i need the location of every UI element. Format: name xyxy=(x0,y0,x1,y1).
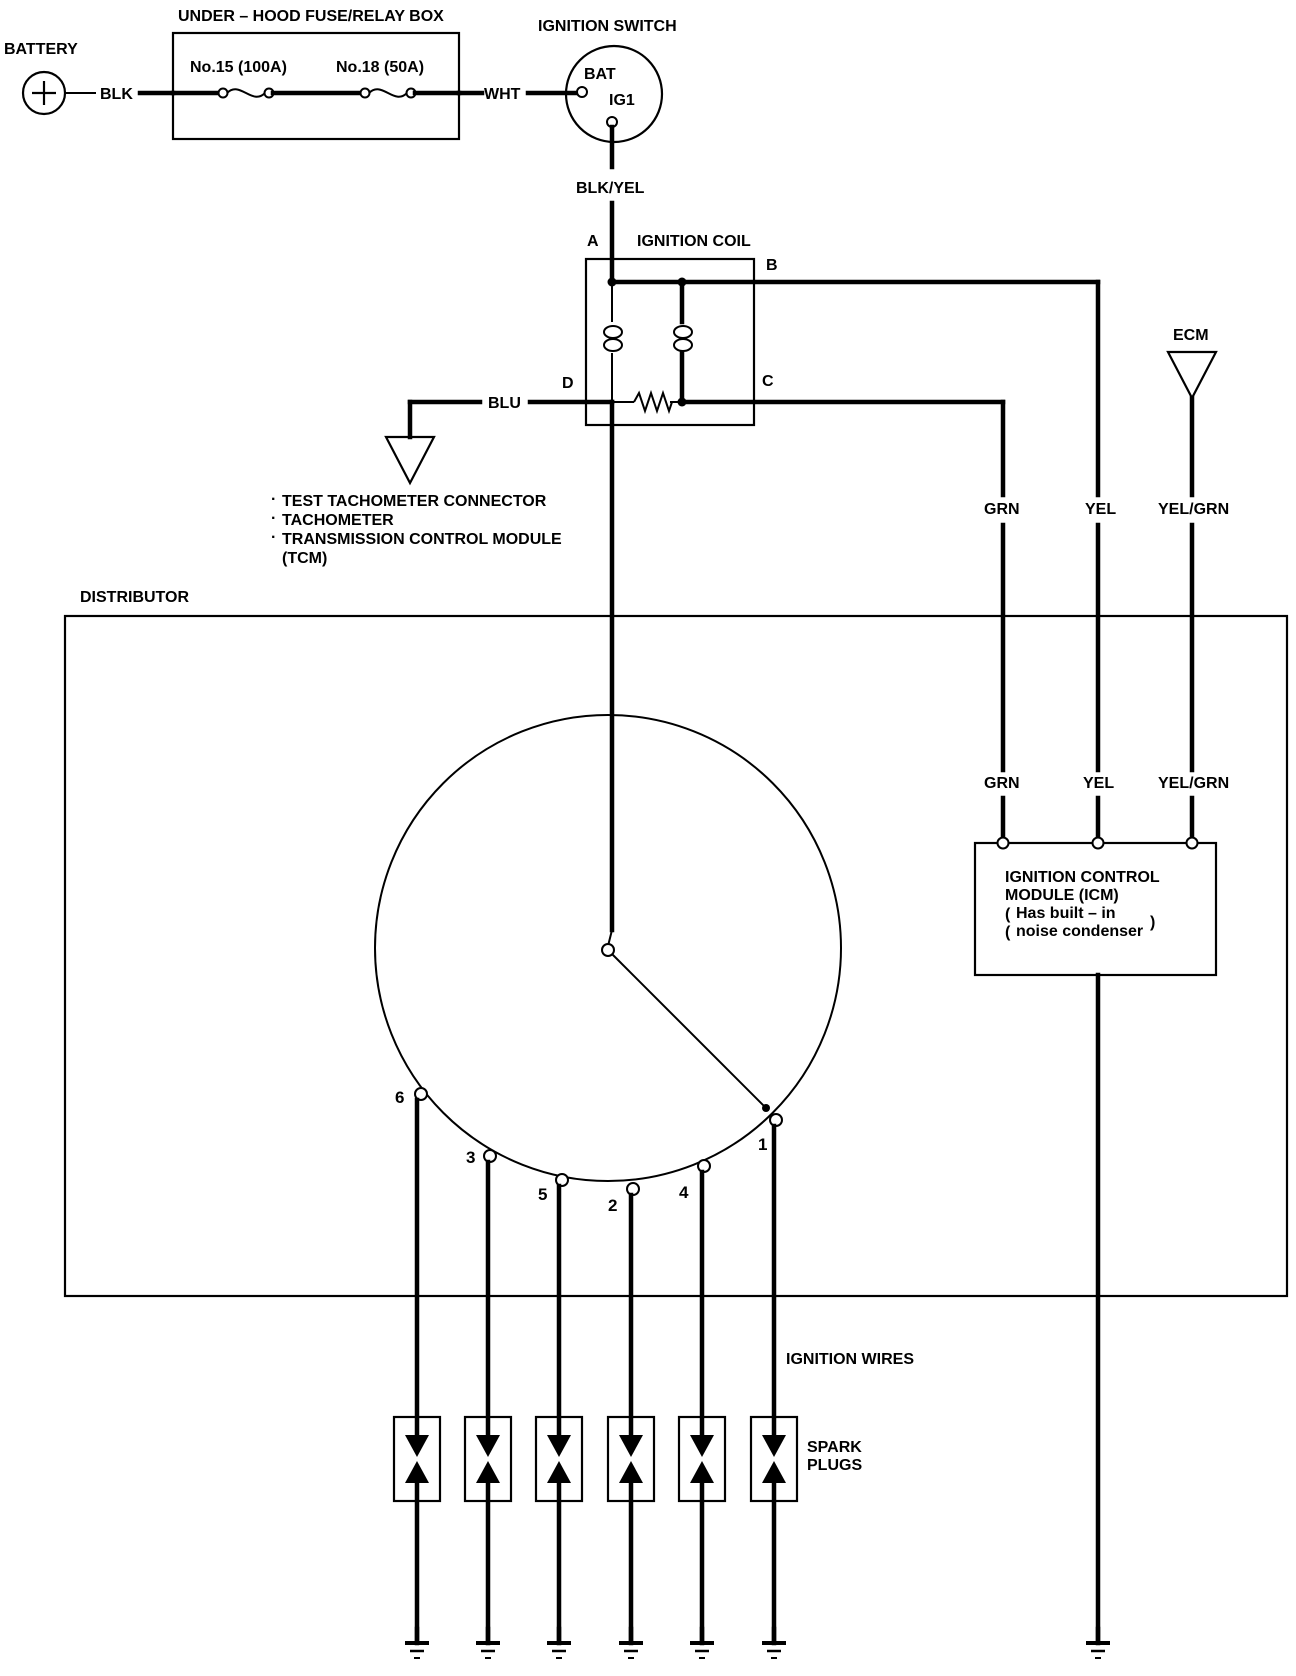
bat-terminal-label: BAT xyxy=(584,66,616,83)
rotor-arm xyxy=(611,953,767,1109)
spark-plug-6 xyxy=(749,1415,799,1643)
tach-destinations: · TEST TACHOMETER CONNECTOR · TACHOMETER… xyxy=(271,491,562,567)
distributor-label: DISTRIBUTOR xyxy=(80,589,189,606)
coil-terminal-b: B xyxy=(766,257,778,274)
spark-plug-4 xyxy=(606,1415,656,1643)
distributor: DISTRIBUTOR 6 3 5 2 4 1 GRN YEL YE xyxy=(63,399,1289,1643)
icm-label-3: Has built – in xyxy=(1016,905,1116,922)
distributor-outline xyxy=(63,614,1289,1298)
terminal-number-1: 1 xyxy=(758,1135,767,1154)
primary-winding xyxy=(603,325,623,352)
wire-yel-label-top: YEL xyxy=(1085,501,1116,518)
ignition-wires-label: IGNITION WIRES xyxy=(786,1351,914,1368)
fuse-15-symbol xyxy=(217,87,275,99)
cap-terminal-6 xyxy=(414,1087,428,1101)
wire-blk-label: BLK xyxy=(100,86,133,103)
fuse-18-label: No.18 (50A) xyxy=(336,59,424,76)
bat-terminal xyxy=(576,86,588,98)
fuse-15-label: No.15 (100A) xyxy=(190,59,287,76)
fuse-relay-box: UNDER – HOOD FUSE/RELAY BOX No.15 (100A)… xyxy=(170,8,462,141)
tach-connector-symbol xyxy=(384,435,436,486)
tach-label-3: TRANSMISSION CONTROL MODULE xyxy=(282,531,562,548)
ignition-wire-group xyxy=(414,1097,777,1443)
icm-label-4: noise condenser xyxy=(1016,923,1143,940)
ignition-coil-outline xyxy=(584,257,756,427)
battery: BATTERY xyxy=(4,41,78,116)
cap-terminal-5 xyxy=(555,1173,569,1187)
terminal-number-2: 2 xyxy=(608,1196,617,1215)
ignition-control-module: IGNITION CONTROL MODULE (ICM) ( Has buil… xyxy=(973,836,1218,977)
ground-icon xyxy=(405,1629,1110,1658)
wire-grn-label-bottom: GRN xyxy=(984,775,1020,792)
fuse-box-label: UNDER – HOOD FUSE/RELAY BOX xyxy=(178,8,444,25)
svg-text:·: · xyxy=(271,529,276,546)
fuse-box-outline xyxy=(171,31,461,141)
ecm-connector-symbol xyxy=(1166,350,1218,401)
terminal-number-6: 6 xyxy=(395,1088,404,1107)
spark-plugs-label-1: SPARK xyxy=(807,1439,862,1456)
svg-text:(: ( xyxy=(1005,924,1011,941)
tach-label-2: TACHOMETER xyxy=(282,512,394,529)
spark-plug-2 xyxy=(463,1415,513,1643)
wire-grn-label-top: GRN xyxy=(984,501,1020,518)
spark-plugs-label-2: PLUGS xyxy=(807,1457,862,1474)
icm-label-2: MODULE (ICM) xyxy=(1005,887,1119,904)
coil-terminal-c: C xyxy=(762,373,774,390)
svg-text:(: ( xyxy=(1005,906,1011,923)
wire-yel-grn-label-bottom: YEL/GRN xyxy=(1158,775,1229,792)
ignition-coil-label: IGNITION COIL xyxy=(637,233,751,250)
distributor-cap xyxy=(374,714,842,1182)
svg-text:·: · xyxy=(271,491,276,508)
ecm-label: ECM xyxy=(1173,327,1209,344)
fuse-18-symbol xyxy=(359,87,417,99)
svg-text:·: · xyxy=(271,510,276,527)
coil-resistor xyxy=(633,389,673,415)
wire-wht-label: WHT xyxy=(484,86,521,103)
ignition-coil: IGNITION COIL A B C D xyxy=(562,233,1101,427)
coil-terminal-d: D xyxy=(562,375,574,392)
wire-yel-label-bottom: YEL xyxy=(1083,775,1114,792)
distributor-terminals: 6 3 5 2 4 1 xyxy=(395,1087,783,1215)
terminal-number-4: 4 xyxy=(679,1183,689,1202)
icm-label-1: IGNITION CONTROL xyxy=(1005,869,1160,886)
ignition-switch-label: IGNITION SWITCH xyxy=(538,18,677,35)
battery-label: BATTERY xyxy=(4,41,78,58)
spark-plug-3 xyxy=(534,1415,584,1643)
wire-yel-grn-label-top: YEL/GRN xyxy=(1158,501,1229,518)
wire-blk-yel-label: BLK/YEL xyxy=(576,180,645,197)
wire-blu-label: BLU xyxy=(488,395,521,412)
ig1-terminal-label: IG1 xyxy=(609,92,635,109)
ecm: ECM xyxy=(1166,327,1218,401)
spark-plug-5 xyxy=(677,1415,727,1643)
terminal-number-5: 5 xyxy=(538,1185,547,1204)
ignition-switch: IGNITION SWITCH BAT IG1 xyxy=(538,18,677,144)
secondary-winding xyxy=(673,325,693,352)
svg-text:): ) xyxy=(1150,914,1155,931)
terminal-number-3: 3 xyxy=(466,1148,475,1167)
coil-terminal-a: A xyxy=(587,233,599,250)
tach-label-4: (TCM) xyxy=(282,550,327,567)
spark-plug-1 xyxy=(392,1415,442,1643)
rotor-center xyxy=(601,943,615,957)
tach-label-1: TEST TACHOMETER CONNECTOR xyxy=(282,493,547,510)
